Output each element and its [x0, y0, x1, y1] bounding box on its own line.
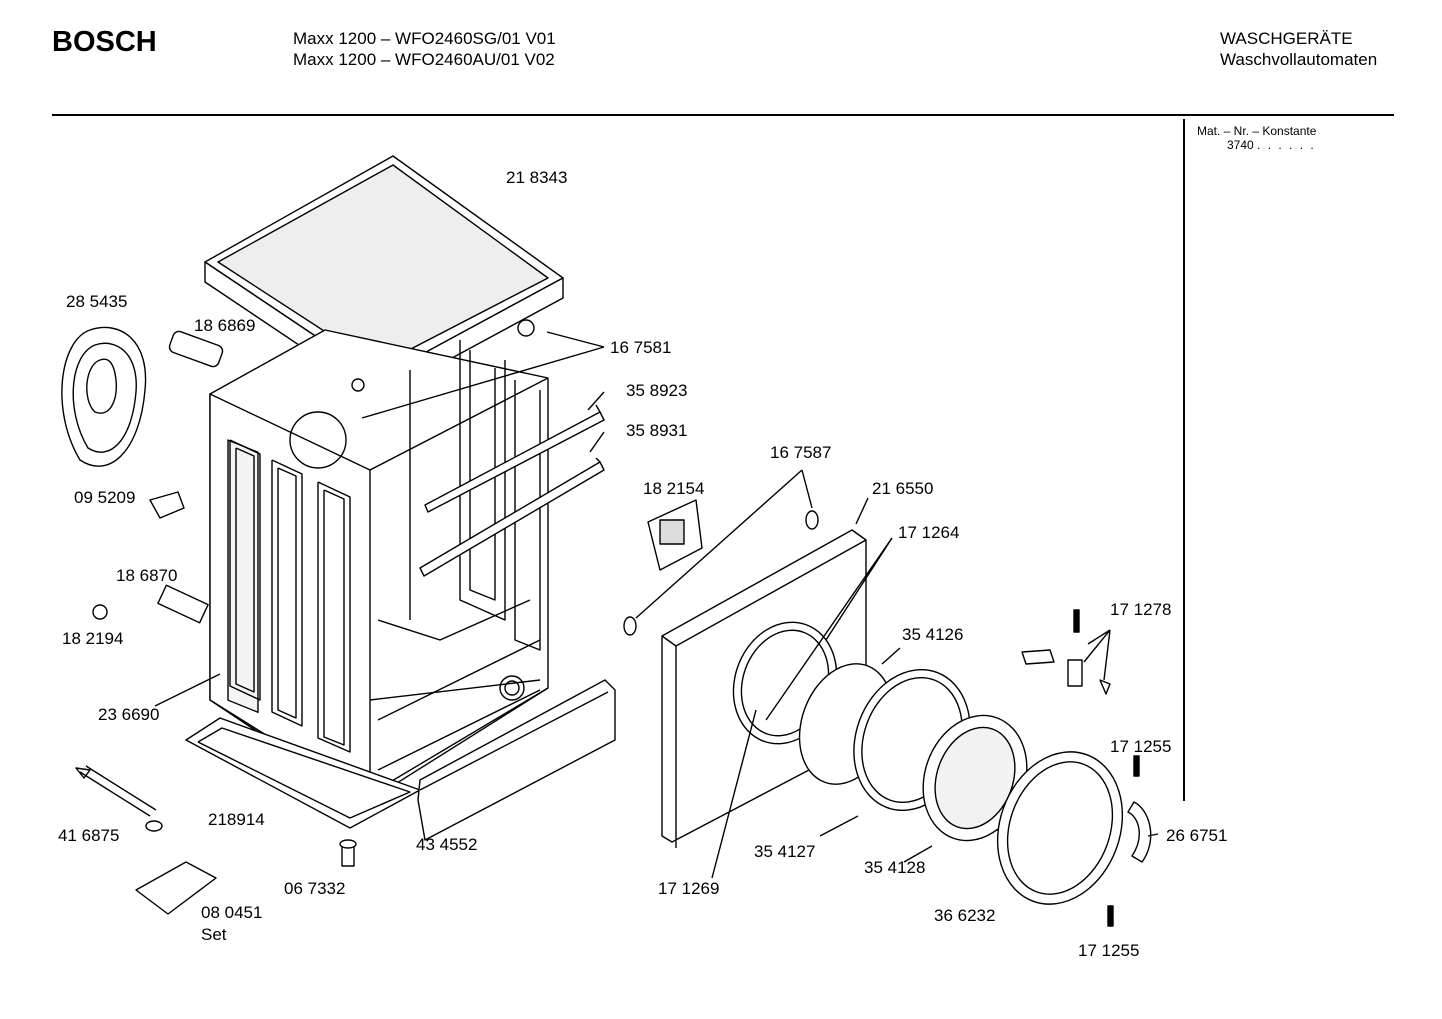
label-366232: 36 6232: [934, 906, 996, 925]
label-080451-number: 08 0451: [201, 903, 263, 922]
label-171269: 17 1269: [658, 879, 720, 898]
label-216550: 21 6550: [872, 479, 934, 498]
label-218343: 21 8343: [506, 168, 568, 187]
label-182194: 18 2194: [62, 629, 124, 648]
model-line-1: Maxx 1200 – WFO2460SG/01 V01: [293, 29, 556, 48]
side-divider: [1183, 119, 1185, 801]
rear-cover-drawing: [61, 326, 147, 467]
spanner-drawing: [75, 765, 163, 832]
kick-plate-drawing: [417, 679, 616, 841]
clip-upper-drawing: [805, 510, 819, 530]
door-lock-drawing: [647, 499, 703, 571]
label-171264: 17 1264: [898, 523, 960, 542]
label-080451-set: Set: [201, 925, 227, 944]
model-list: Maxx 1200 – WFO2460SG/01 V01 Maxx 1200 –…: [293, 28, 556, 70]
clip-lower-drawing: [623, 616, 637, 636]
label-171278: 17 1278: [1110, 600, 1172, 619]
brand-logo: BOSCH: [52, 26, 157, 58]
cross-struts-drawing: [419, 404, 605, 577]
label-171255-upper: 17 1255: [1110, 737, 1172, 756]
label-080451: 08 0451 Set: [201, 902, 262, 946]
label-067332: 06 7332: [284, 879, 346, 898]
label-167587: 16 7587: [770, 443, 832, 462]
label-358923: 35 8923: [626, 381, 688, 400]
label-095209: 09 5209: [74, 488, 136, 507]
door-rings-drawing: [853, 668, 1124, 905]
label-285435: 28 5435: [66, 292, 128, 311]
hinge-parts-drawing: [1021, 609, 1152, 927]
label-354126: 35 4126: [902, 625, 964, 644]
label-354127: 35 4127: [754, 842, 816, 861]
label-354128: 35 4128: [864, 858, 926, 877]
mat-value-row: 3740 . . . . . .: [1197, 138, 1316, 152]
label-358931: 35 8931: [626, 421, 688, 440]
label-186869: 18 6869: [194, 316, 256, 335]
foot-plate-drawing: [135, 861, 217, 915]
material-number-constant: Mat. – Nr. – Konstante 3740 . . . . . .: [1197, 124, 1316, 152]
mat-label: Mat. – Nr. – Konstante: [1197, 124, 1317, 138]
foot-drawing: [339, 839, 357, 867]
category: WASCHGERÄTE Waschvollautomaten: [1220, 28, 1377, 70]
category-line-2: Waschvollautomaten: [1220, 50, 1378, 69]
category-line-1: WASCHGERÄTE: [1220, 29, 1353, 48]
label-171255-lower: 17 1255: [1078, 941, 1140, 960]
label-266751: 26 6751: [1166, 826, 1228, 845]
pump-small-parts-drawing: [92, 330, 224, 624]
label-236690: 23 6690: [98, 705, 160, 724]
label-167581: 16 7581: [610, 338, 672, 357]
label-182154: 18 2154: [643, 479, 705, 498]
cabinet-drawing: [209, 329, 549, 801]
mat-value: 3740: [1227, 138, 1254, 152]
mat-dots: . . . . . .: [1257, 138, 1316, 152]
label-416875: 41 6875: [58, 826, 120, 845]
leader-lines: [154, 331, 1159, 879]
clip-top-drawing: [517, 319, 535, 337]
label-218914: 218914: [208, 810, 265, 829]
label-186870: 18 6870: [116, 566, 178, 585]
label-434552: 43 4552: [416, 835, 478, 854]
header-divider: [52, 114, 1394, 116]
model-line-2: Maxx 1200 – WFO2460AU/01 V02: [293, 50, 555, 69]
